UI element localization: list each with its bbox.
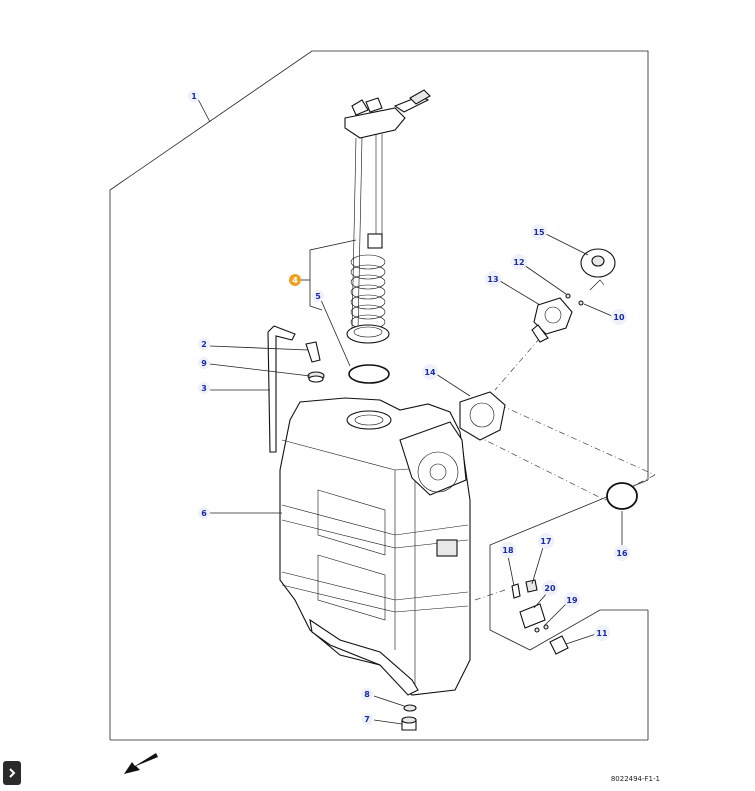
vent-tube (267, 325, 321, 453)
arrow-down-left-icon (124, 753, 158, 774)
svg-text:10: 10 (613, 313, 625, 322)
decal-part-11 (549, 635, 569, 655)
fuel-tank (279, 397, 471, 696)
callout-11[interactable]: 11 (594, 625, 610, 641)
assembly-frame (109, 50, 649, 741)
callout-17[interactable]: 17 (538, 533, 554, 549)
svg-text:13: 13 (487, 275, 498, 284)
svg-text:19: 19 (566, 596, 578, 605)
svg-text:15: 15 (533, 228, 545, 237)
small-parts-10-12 (565, 293, 584, 306)
callout-5[interactable]: 5 (312, 290, 324, 302)
callout-13[interactable]: 13 (485, 271, 501, 287)
grommet-part-9 (307, 371, 325, 383)
filler-cap-part-15 (580, 248, 616, 291)
svg-text:9: 9 (201, 359, 207, 368)
callout-10[interactable]: 10 (611, 309, 627, 325)
svg-text:8: 8 (364, 690, 370, 699)
callout-6[interactable]: 6 (198, 507, 210, 519)
gasket-part-14 (459, 391, 506, 441)
svg-text:1: 1 (191, 92, 197, 101)
callout-19[interactable]: 19 (564, 592, 580, 608)
callout-12[interactable]: 12 (511, 254, 527, 270)
expand-panel-button[interactable] (3, 761, 21, 785)
callout-15[interactable]: 15 (531, 224, 547, 240)
callout-7[interactable]: 7 (361, 713, 373, 725)
callout-8[interactable]: 8 (361, 688, 373, 700)
svg-text:14: 14 (424, 368, 436, 377)
gauge-parts (511, 579, 549, 633)
leader-lines (197, 98, 623, 725)
callout-4-highlighted[interactable]: 4 (289, 274, 301, 286)
callout-16[interactable]: 16 (614, 545, 630, 561)
svg-text:18: 18 (502, 546, 514, 555)
o-ring-part-16 (606, 482, 638, 510)
o-ring-part-5 (348, 364, 390, 384)
drain-plug-part-7 (401, 716, 417, 731)
callout-9[interactable]: 9 (198, 357, 210, 369)
chevron-right-icon (9, 768, 16, 778)
callout-20[interactable]: 20 (542, 580, 558, 596)
callout-18[interactable]: 18 (500, 542, 516, 558)
assembly-lines (464, 337, 656, 601)
svg-text:4: 4 (292, 276, 298, 285)
svg-text:16: 16 (616, 549, 628, 558)
svg-text:7: 7 (364, 715, 370, 724)
drain-washer-part-8 (403, 704, 417, 712)
svg-text:11: 11 (596, 629, 608, 638)
svg-text:6: 6 (201, 509, 207, 518)
svg-text:17: 17 (540, 537, 551, 546)
callout-14[interactable]: 14 (422, 364, 438, 380)
svg-text:12: 12 (513, 258, 524, 267)
callout-1[interactable]: 1 (188, 90, 200, 102)
svg-text:20: 20 (544, 584, 556, 593)
callout-2[interactable]: 2 (198, 338, 210, 350)
reference-code: 8022494-F1-1 (610, 775, 660, 783)
svg-text:5: 5 (315, 292, 321, 301)
svg-text:2: 2 (201, 340, 207, 349)
svg-text:3: 3 (201, 384, 207, 393)
callout-3[interactable]: 3 (198, 382, 210, 394)
fuel-sender-unit (344, 89, 431, 344)
filler-neck-part-13 (531, 297, 573, 343)
